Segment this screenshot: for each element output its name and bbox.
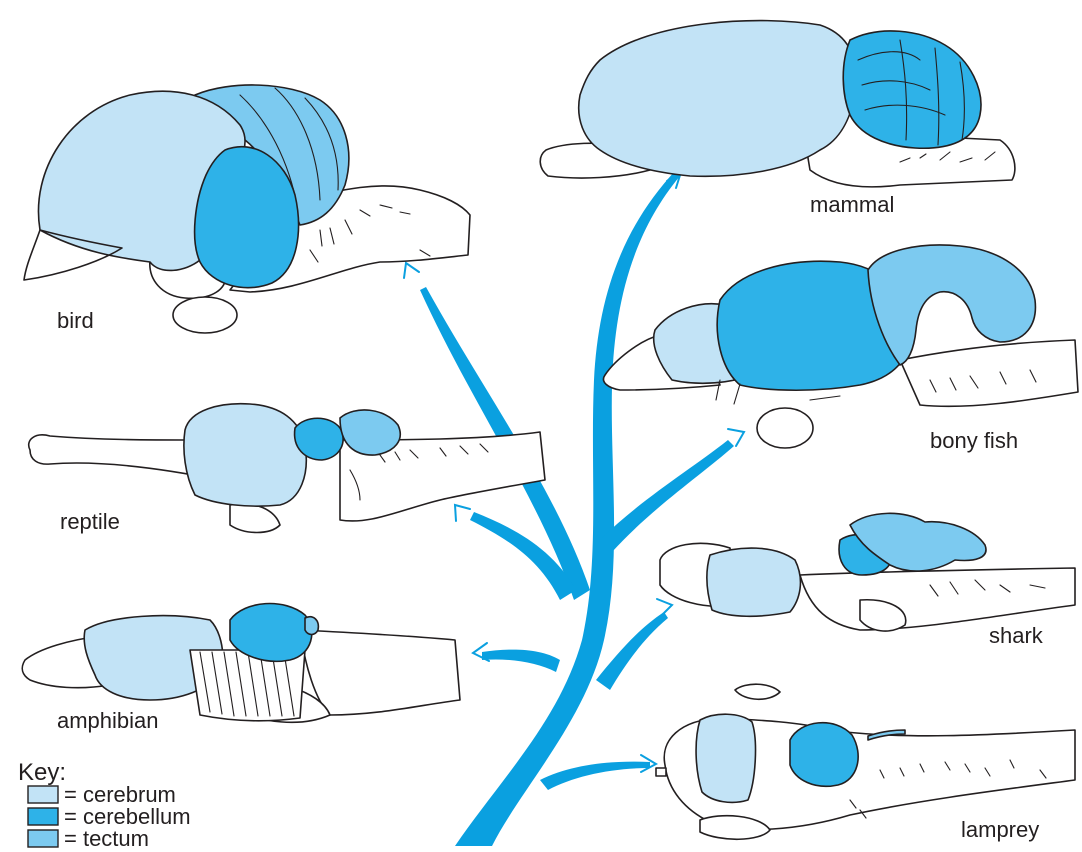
key-swatch-cerebellum [28,808,58,825]
key-label-tectum: = tectum [64,826,149,851]
branch-to-lamprey [540,762,650,790]
arrow-to-reptile [455,505,470,521]
mammal-cerebrum [579,21,857,177]
shark-label: shark [989,623,1044,648]
mammal-brain: mammal [540,21,1015,217]
bird-brain: bird [24,85,470,333]
bony-fish-brain: bony fish [603,245,1078,453]
reptile-brain: reptile [29,404,545,534]
amphibian-label: amphibian [57,708,159,733]
mammal-label: mammal [810,192,894,217]
bony-fish-label: bony fish [930,428,1018,453]
shark-brain: shark [660,513,1075,648]
key-swatch-cerebrum [28,786,58,803]
amphibian-tectum [305,617,318,635]
key-swatch-tectum [28,830,58,847]
mammal-cerebellum [843,31,981,148]
reptile-label: reptile [60,509,120,534]
lamprey-cerebellum [790,723,858,787]
amphibian-cerebellum [230,604,312,662]
amphibian-brain: amphibian [22,604,460,733]
arrow-to-bird [404,263,419,278]
key-title: Key: [18,759,66,786]
reptile-cerebrum [184,404,306,506]
lamprey-brain: lamprey [656,684,1075,842]
shark-cerebrum [707,548,801,616]
bird-label: bird [57,308,94,333]
branch-to-amphibian [482,650,560,672]
branch-to-bony-fish [600,440,734,552]
lamprey-cerebrum [696,714,755,802]
lamprey-label: lamprey [961,817,1039,842]
key-legend: Key: = cerebrum = cerebellum = tectum [18,759,191,851]
